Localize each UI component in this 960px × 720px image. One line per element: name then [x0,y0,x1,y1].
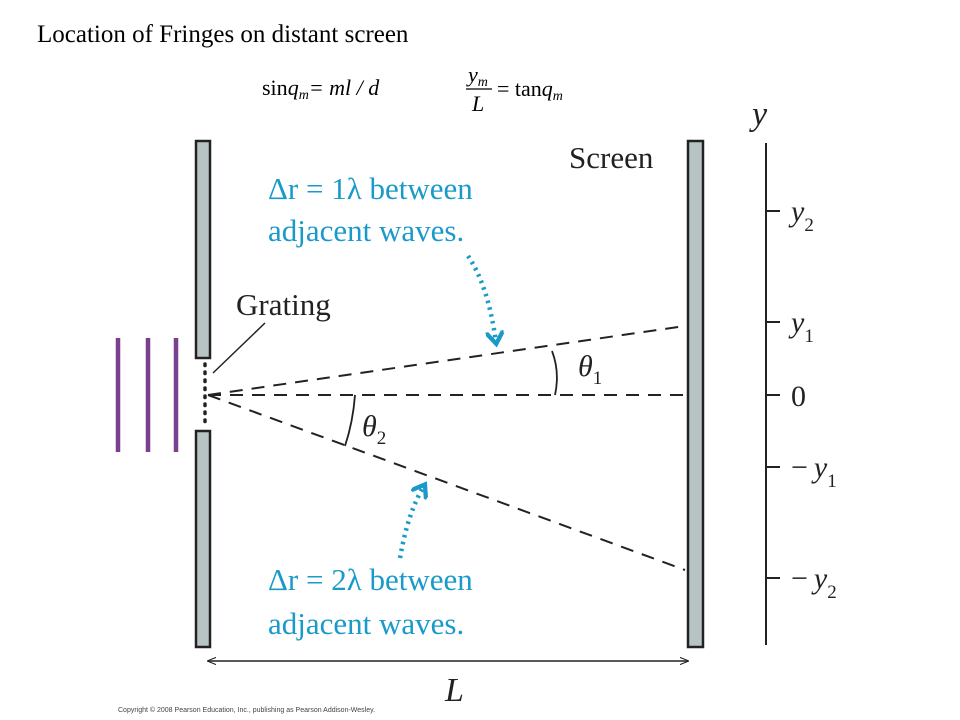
theta-2-label: θ2 [362,410,386,449]
svg-text:ym: ym [466,62,488,90]
tick-label-neg-y1: −y1 [791,451,837,492]
formula-tan-theta: q [542,76,553,101]
formula-tan-rhs: = tan [497,76,542,101]
tick-label-y1: y1 [788,306,814,347]
copyright-notice: Copyright © 2008 Pearson Education, Inc.… [118,706,375,714]
tick-label-y2: y2 [788,195,814,236]
screen-label: Screen [569,140,654,175]
grating-label: Grating [236,287,331,322]
y-axis: y y2 y1 0 −y1 −y2 [749,96,837,645]
svg-text:= tanqm: = tanqm [497,76,563,104]
tick-label-zero: 0 [791,380,806,413]
annotation-2-arrow [397,486,424,559]
ray-second-order [207,394,686,571]
formula-sin-fn: sin [262,75,288,100]
distance-label: L [444,672,464,709]
annotation-2-line1: Δr = 2λ between [268,562,473,597]
formula-tan-sub: m [553,89,563,104]
barrier-lower [194,429,212,649]
y-axis-ticks [766,210,780,579]
formula-frac-denominator: L [471,91,484,116]
svg-text:sinqm= ml / d: sinqm= ml / d [262,75,380,103]
y-axis-label: y [749,96,768,133]
formula-sin-rhs: = ml / d [309,75,380,100]
annotation-first-order: Δr = 1λ between adjacent waves. [268,171,473,248]
formula-sin-theta: q [288,75,299,100]
annotation-1-arrow [466,254,496,342]
formula-frac-num-sub: m [478,75,488,90]
formula-sine: sinqm= ml / d [262,75,380,103]
annotation-1-line1: Δr = 1λ between [268,171,473,206]
formula-frac-numerator: y [466,62,478,87]
barrier-upper [194,139,212,360]
ray-first-order [207,325,686,396]
annotation-second-order: Δr = 2λ between adjacent waves. [268,562,473,641]
incident-waves [115,338,179,452]
screen-slab [686,139,705,649]
grating-barrier [194,139,212,649]
annotation-2-line2: adjacent waves. [268,606,464,641]
formula-sin-sub: m [299,88,309,103]
formula-tangent: ym L = tanqm [466,62,563,116]
theta-2-arc [344,394,356,447]
page-title: Location of Fringes on distant screen [37,21,409,48]
tick-label-neg-y2: −y2 [791,562,837,603]
theta-1-arc [551,350,558,396]
grating-leader-line [212,322,266,374]
annotation-1-line2: adjacent waves. [268,213,464,248]
theta-1-label: θ1 [578,350,602,389]
rays [207,325,686,571]
angle-arcs [344,350,558,447]
